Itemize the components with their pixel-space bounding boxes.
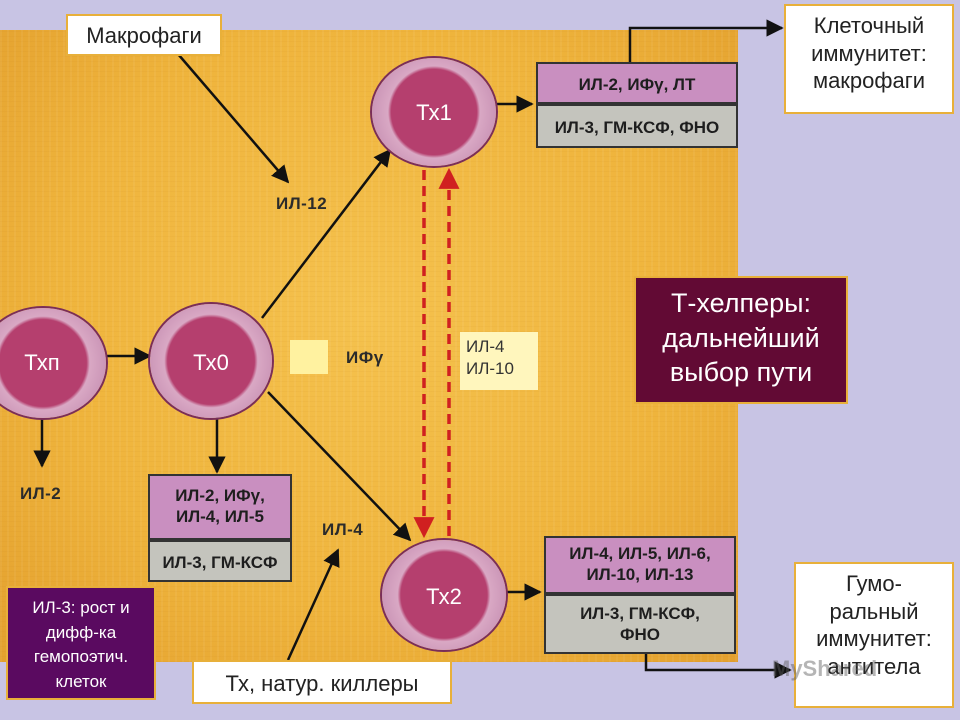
cytokines-th2-bottom: ИЛ-3, ГМ-КСФ, ФНО <box>544 594 736 654</box>
label-ifg: ИФγ <box>346 348 384 367</box>
highlight-patch <box>290 340 328 374</box>
cytokines-th0-bottom: ИЛ-3, ГМ-КСФ <box>148 540 292 582</box>
arrow-cellular-immunity <box>628 19 784 62</box>
cell-th0-label: Тх0 <box>193 350 229 375</box>
arrow-macrophages-il12 <box>177 53 290 184</box>
label-il4: ИЛ-4 <box>322 520 364 539</box>
box-th-nk: Тх, натур. киллеры <box>192 660 452 704</box>
arrow-th0-th1 <box>261 148 392 319</box>
cell-th2 <box>382 540 506 650</box>
callout-il3: ИЛ-3: рост и дифф-ка гемопоэтич. клеток <box>6 586 156 700</box>
cytokines-th2-top: ИЛ-4, ИЛ-5, ИЛ-6, ИЛ-10, ИЛ-13 <box>544 536 736 594</box>
cell-th1 <box>372 58 496 166</box>
cytokines-th0-top: ИЛ-2, ИФγ, ИЛ-4, ИЛ-5 <box>148 474 292 540</box>
arrow-nk-il4 <box>286 548 340 661</box>
box-macrophages: Макрофаги <box>66 14 222 56</box>
cell-th0 <box>150 304 272 418</box>
box-cellular-immunity: Клеточный иммунитет: макрофаги <box>784 4 954 114</box>
cell-thp <box>0 308 106 418</box>
label-il12: ИЛ-12 <box>276 194 328 213</box>
cell-thp-label: Тхп <box>24 350 60 375</box>
label-il4-il10: ИЛ-4 ИЛ-10 <box>460 332 538 390</box>
box-humoral-immunity: Гумо- ральный иммунитет: антитела <box>794 562 954 708</box>
arrow-th0-th2 <box>267 391 412 542</box>
watermark: MyShared <box>772 656 878 681</box>
arrow-humoral-immunity <box>644 654 792 679</box>
label-il2: ИЛ-2 <box>20 484 62 503</box>
cell-th1-label: Тх1 <box>416 100 452 125</box>
cytokines-th1-bottom: ИЛ-3, ГМ-КСФ, ФНО <box>536 104 738 148</box>
cell-th2-label: Тх2 <box>426 584 462 609</box>
callout-t-helpers: Т-хелперы: дальнейший выбор пути <box>634 276 848 404</box>
cytokines-th1-top: ИЛ-2, ИФγ, ЛТ <box>536 62 738 104</box>
